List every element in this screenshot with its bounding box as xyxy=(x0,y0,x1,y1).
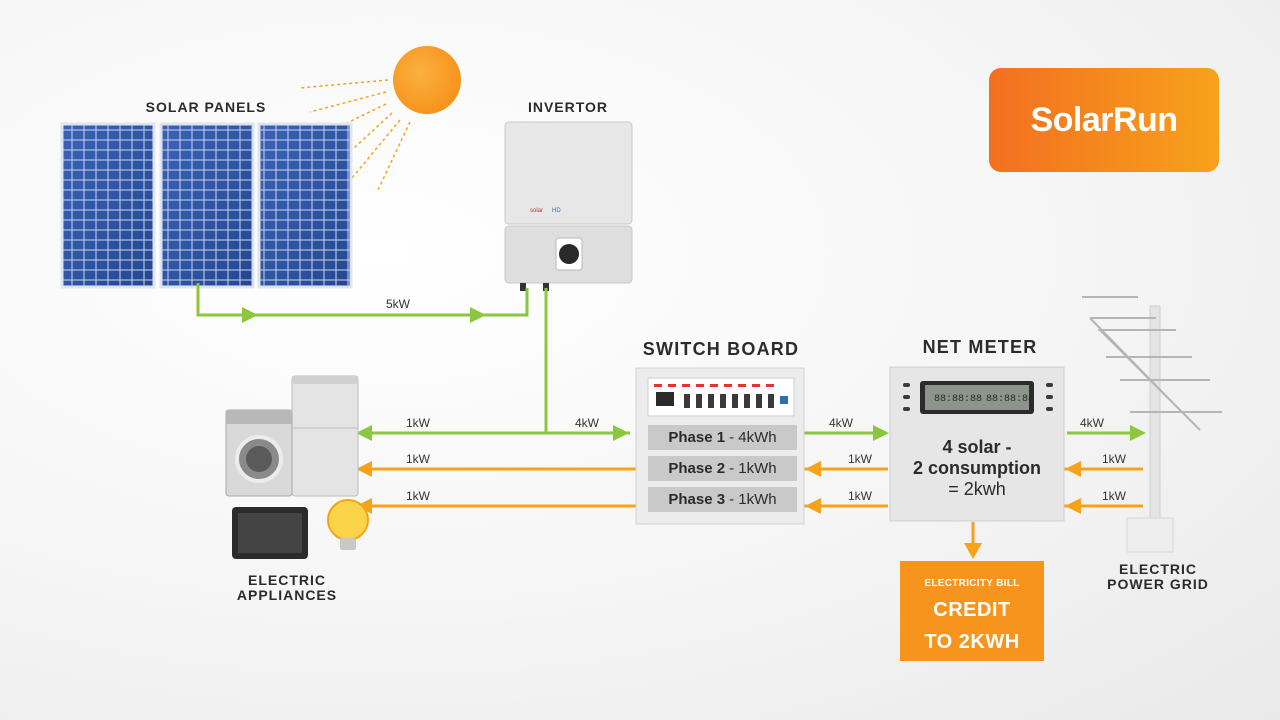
solar-panels-icon xyxy=(60,122,353,289)
flow-grid-return-3: 1kW xyxy=(1102,489,1126,503)
sun-icon xyxy=(299,46,461,191)
bill-line-1: CREDIT xyxy=(933,599,1011,621)
green-flow-lines xyxy=(196,283,1143,435)
appliances-label-line1: ELECTRIC xyxy=(248,572,326,588)
grid-label-line1: ELECTRIC xyxy=(1119,561,1197,577)
phase-3-value: - 1kWh xyxy=(729,491,777,508)
phase-1-row: Phase 1 - 4kWh xyxy=(648,425,797,450)
net-meter-label: NET METER xyxy=(922,337,1038,357)
phase-3-row: Phase 3 - 1kWh xyxy=(648,487,797,512)
flow-switch-to-meter: 4kW xyxy=(829,416,853,430)
phase-2-row: Phase 2 - 1kWh xyxy=(648,456,797,481)
electric-appliances-icon xyxy=(225,375,369,559)
green-arrowheads xyxy=(242,307,1146,441)
invertor-icon: solar HD xyxy=(504,121,633,291)
flow-meter-to-switch-3: 1kW xyxy=(848,489,872,503)
electricity-bill-card: ELECTRICITY BILL CREDIT TO 2KWH xyxy=(900,561,1044,661)
bill-line-2: TO 2KWH xyxy=(924,631,1020,653)
power-grid-label: ELECTRIC POWER GRID xyxy=(1096,562,1220,592)
phase-2-name: Phase 2 xyxy=(668,460,726,477)
flow-appliance-phase-2: 1kW xyxy=(406,452,430,466)
flow-appliance-phase-3: 1kW xyxy=(406,489,430,503)
invertor-label: INVERTOR xyxy=(527,99,609,115)
phase-1-name: Phase 1 xyxy=(668,429,726,446)
orange-arrowheads xyxy=(356,461,1081,559)
flow-invertor-to-switch: 4kW xyxy=(575,416,599,430)
bill-caption: ELECTRICITY BILL xyxy=(924,578,1020,589)
solarrun-logo: SolarRun xyxy=(989,68,1219,172)
power-grid-icon xyxy=(1082,296,1222,553)
solar-panels-label: SOLAR PANELS xyxy=(145,99,267,115)
svg-text:HD: HD xyxy=(552,208,561,214)
meter-line-2: 2 consumption xyxy=(912,458,1041,478)
flow-meter-to-switch-2: 1kW xyxy=(848,452,872,466)
electric-appliances-label: ELECTRIC APPLIANCES xyxy=(220,573,354,603)
grid-label-line2: POWER GRID xyxy=(1107,576,1209,592)
switch-board-label: SWITCH BOARD xyxy=(642,339,800,359)
flow-appliance-phase-1: 1kW xyxy=(406,416,430,430)
meter-line-1: 4 solar - xyxy=(942,437,1012,457)
phase-1-value: - 4kWh xyxy=(729,429,777,446)
meter-display-right: 88:88:88 xyxy=(986,394,1034,405)
meter-line-3: = 2kwh xyxy=(948,479,1006,499)
flow-grid-return-2: 1kW xyxy=(1102,452,1126,466)
meter-display-left: 88:88:88 xyxy=(934,394,982,405)
net-meter-icon: 88:88:88 88:88:88 xyxy=(889,366,1065,522)
flow-panels-to-invertor: 5kW xyxy=(386,297,410,311)
phase-3-name: Phase 3 xyxy=(668,491,726,508)
meter-calculation: 4 solar - 2 consumption = 2kwh xyxy=(890,437,1064,500)
svg-text:solar: solar xyxy=(530,208,543,214)
phase-2-value: - 1kWh xyxy=(729,460,777,477)
appliances-label-line2: APPLIANCES xyxy=(236,587,338,603)
flow-grid-to-meter: 4kW xyxy=(1080,416,1104,430)
